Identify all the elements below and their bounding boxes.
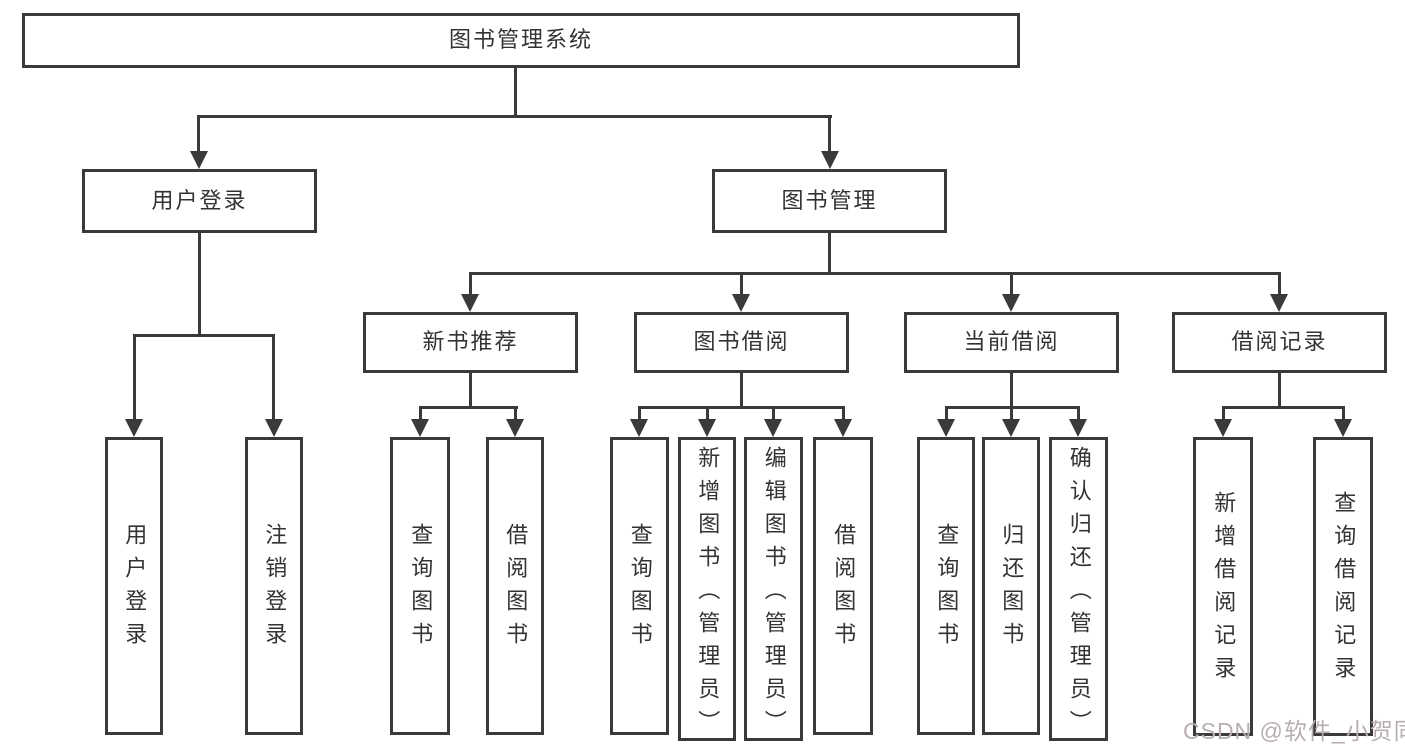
arrow-down-icon	[630, 419, 648, 437]
node-leaf-logout: 注销登录	[245, 437, 303, 735]
connector-line	[469, 272, 1281, 275]
arrow-down-icon	[1270, 294, 1288, 312]
connector-line	[945, 406, 948, 421]
node-leaf-edit-book-admin: 编辑图书（管理员）	[744, 437, 803, 743]
connector-line	[1010, 272, 1013, 297]
connector-line	[828, 115, 831, 155]
connector-line	[469, 373, 472, 409]
connector-line	[197, 115, 200, 155]
node-leaf-borrow-books-borrow: 借阅图书	[813, 437, 873, 735]
connector-line	[1278, 272, 1281, 297]
node-leaf-add-book-admin: 新增图书（管理员）	[678, 437, 736, 743]
node-library-system: 图书管理系统	[22, 13, 1020, 68]
connector-line	[828, 233, 831, 275]
connector-line	[419, 406, 422, 421]
connector-line	[272, 334, 275, 421]
connector-line	[1278, 373, 1281, 409]
connector-line	[469, 272, 472, 297]
node-current-borrowing: 当前借阅	[904, 312, 1119, 373]
node-leaf-query-books-current: 查询图书	[917, 437, 975, 735]
node-book-management: 图书管理	[712, 169, 947, 233]
arrow-down-icon	[1002, 419, 1020, 437]
arrow-down-icon	[125, 419, 143, 437]
arrow-down-icon	[937, 419, 955, 437]
arrow-down-icon	[506, 419, 524, 437]
node-leaf-add-borrow-record: 新增借阅记录	[1193, 437, 1253, 736]
connector-line	[1342, 406, 1345, 421]
connector-line	[198, 233, 201, 337]
node-leaf-query-books-recommend: 查询图书	[390, 437, 450, 735]
node-book-borrowing: 图书借阅	[634, 312, 849, 373]
connector-line	[514, 406, 517, 421]
arrow-down-icon	[821, 151, 839, 169]
connector-line	[740, 272, 743, 297]
arrow-down-icon	[411, 419, 429, 437]
node-leaf-confirm-return-admin: 确认归还（管理员）	[1049, 437, 1108, 743]
node-borrowing-records: 借阅记录	[1172, 312, 1387, 373]
arrow-down-icon	[764, 419, 782, 437]
connector-line	[1010, 373, 1013, 409]
connector-line	[197, 115, 832, 118]
connector-line	[1222, 406, 1225, 421]
connector-line	[638, 406, 845, 409]
connector-line	[740, 373, 743, 409]
connector-line	[772, 406, 775, 421]
connector-line	[133, 334, 275, 337]
node-new-book-recommend: 新书推荐	[363, 312, 578, 373]
arrow-down-icon	[190, 151, 208, 169]
csdn-watermark: CSDN @软件_小贺同学	[1183, 718, 1405, 744]
node-user-login: 用户登录	[82, 169, 317, 233]
connector-line	[638, 406, 641, 421]
connector-line	[1077, 406, 1080, 421]
arrow-down-icon	[461, 294, 479, 312]
arrow-down-icon	[732, 294, 750, 312]
arrow-down-icon	[1002, 294, 1020, 312]
arrow-down-icon	[1214, 419, 1232, 437]
arrow-down-icon	[834, 419, 852, 437]
connector-line	[514, 68, 517, 118]
arrow-down-icon	[1069, 419, 1087, 437]
node-leaf-query-borrow-record: 查询借阅记录	[1313, 437, 1373, 736]
node-leaf-borrow-books-recommend: 借阅图书	[486, 437, 544, 735]
arrow-down-icon	[1334, 419, 1352, 437]
connector-line	[842, 406, 845, 421]
node-leaf-user-login: 用户登录	[105, 437, 163, 735]
connector-line	[1010, 406, 1013, 421]
connector-line	[1222, 406, 1345, 409]
arrow-down-icon	[265, 419, 283, 437]
arrow-down-icon	[698, 419, 716, 437]
connector-line	[706, 406, 709, 421]
node-leaf-return-books: 归还图书	[982, 437, 1040, 735]
connector-line	[419, 406, 518, 409]
connector-line	[133, 334, 136, 421]
node-leaf-query-books-borrow: 查询图书	[610, 437, 669, 735]
